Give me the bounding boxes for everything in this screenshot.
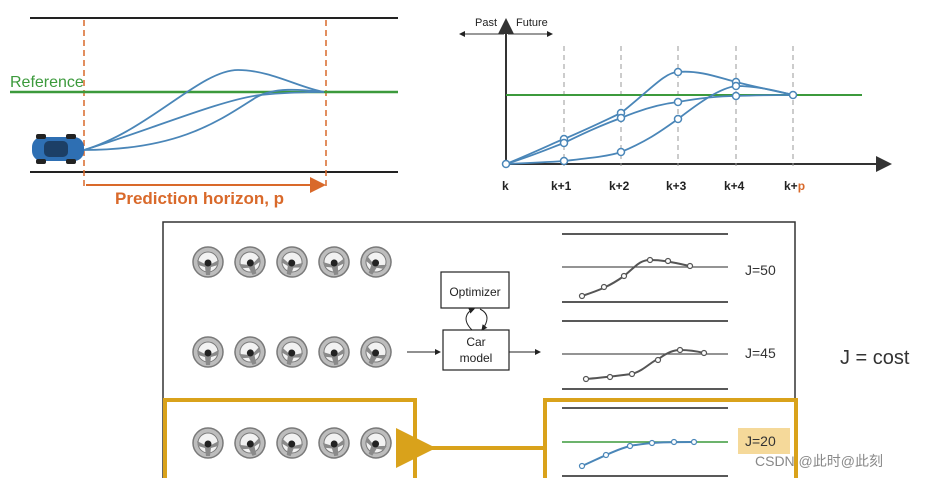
- car-model-box: [442, 329, 510, 371]
- tick-k4: k+4: [724, 179, 745, 193]
- watermark: CSDN @此时@此刻: [755, 453, 883, 469]
- result-plot-2: [562, 320, 728, 390]
- timeline-panel: Past Future k k+1 k+2 k+3 k+4 k+p: [459, 17, 892, 193]
- candidate-trajectory-1: [83, 69, 325, 151]
- steering-row-3: [192, 427, 392, 459]
- future-label: Future: [516, 17, 548, 29]
- steering-wheel-icon: [318, 427, 350, 459]
- cost-label-3: J=20: [745, 433, 776, 449]
- candidate-trajectory-3: [83, 88, 325, 151]
- timeline-trajectory-3: [505, 85, 794, 165]
- steering-wheel-icon: [234, 246, 266, 278]
- steering-wheel-icon: [192, 427, 224, 459]
- reference-label: Reference: [10, 74, 84, 91]
- tick-k1: k+1: [551, 179, 572, 193]
- tick-k: k: [502, 179, 509, 193]
- cost-label-1: J=50: [745, 262, 776, 278]
- timeline-trajectory-2: [505, 94, 794, 165]
- steering-wheel-icon: [318, 336, 350, 368]
- result-plot-1: [562, 233, 728, 303]
- steering-wheel-icon: [276, 246, 308, 278]
- optimizer-box: [440, 271, 510, 309]
- road-panel: Reference Prediction horizon, p: [10, 17, 398, 208]
- cost-label-2: J=45: [745, 345, 776, 361]
- car-model-label-line2: model: [460, 351, 493, 365]
- steering-wheel-icon: [360, 246, 392, 278]
- steering-wheel-icon: [192, 246, 224, 278]
- steering-wheel-icon: [360, 336, 392, 368]
- steering-wheel-icon: [360, 427, 392, 459]
- steering-row-2: [192, 336, 392, 368]
- feedback-arrow-up: [465, 307, 475, 331]
- feedback-arrow-down: [479, 308, 488, 331]
- steering-wheel-icon: [276, 427, 308, 459]
- steering-row-1: [192, 246, 392, 278]
- steering-wheel-icon: [192, 336, 224, 368]
- tick-kp: k+p: [784, 179, 805, 193]
- optimizer-label: Optimizer: [449, 285, 500, 299]
- car-icon: [32, 134, 84, 164]
- steering-wheel-icon: [318, 246, 350, 278]
- candidate-trajectory-2: [83, 91, 325, 151]
- best-cost-badge: [738, 428, 790, 454]
- cost-legend: J = cost: [840, 347, 910, 369]
- timeline-trajectory-1: [505, 70, 794, 165]
- timeline-points: [501, 67, 798, 169]
- optimizer-panel: Optimizer Car model J: [162, 221, 798, 483]
- steering-wheel-icon: [276, 336, 308, 368]
- horizon-label: Prediction horizon, p: [115, 189, 284, 208]
- tick-k2: k+2: [609, 179, 630, 193]
- steering-wheel-icon: [234, 336, 266, 368]
- car-model-label-line1: Car: [466, 335, 485, 349]
- tick-k3: k+3: [666, 179, 687, 193]
- steering-wheel-icon: [234, 427, 266, 459]
- past-label: Past: [475, 17, 497, 29]
- result-plot-3: [562, 407, 728, 477]
